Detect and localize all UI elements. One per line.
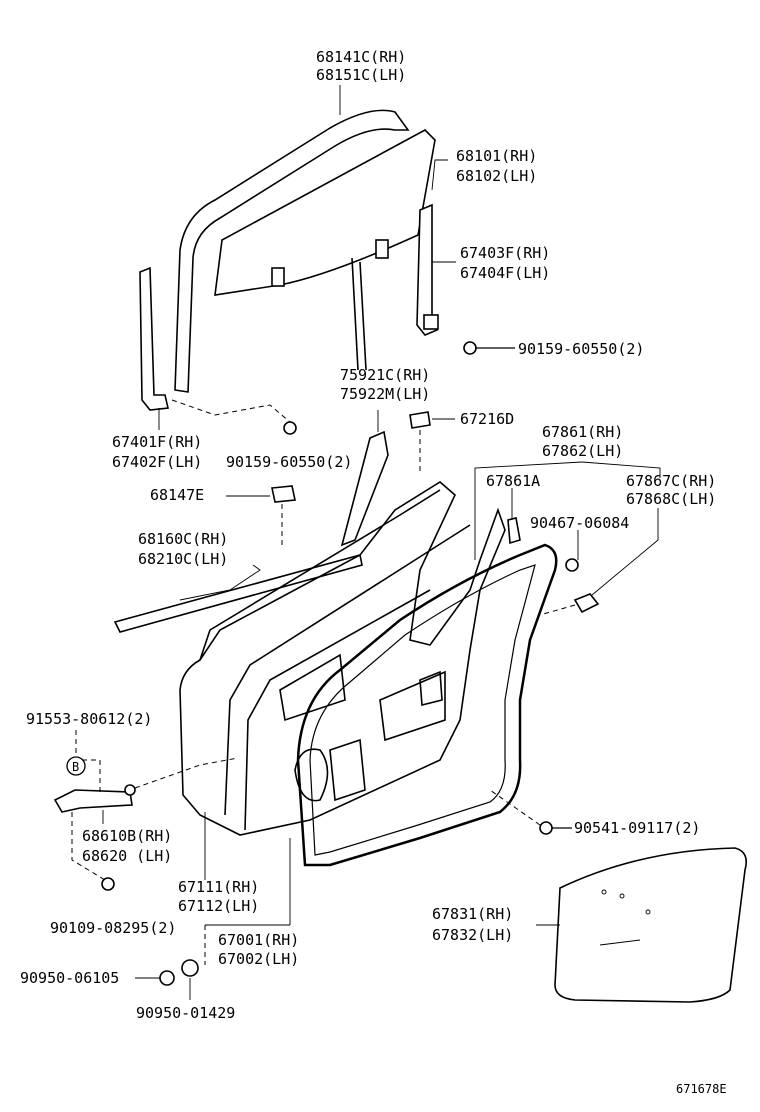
label-67831: 67831(RH) [432, 905, 513, 923]
label-67112: 67112(LH) [178, 897, 259, 915]
trim-cover-67831 [554, 847, 748, 1003]
division-bar-67403f [416, 203, 439, 336]
label-68610b: 68610B(RH) [82, 827, 172, 845]
label-67404f: 67404F(LH) [460, 264, 550, 282]
label-90541: 90541-09117(2) [574, 819, 700, 837]
label-90467: 90467-06084 [530, 514, 629, 532]
label-90159-upper: 90159-60550(2) [518, 340, 644, 358]
label-67862: 67862(LH) [542, 442, 623, 460]
run-channel-68141c [174, 109, 410, 393]
label-67861: 67861(RH) [542, 423, 623, 441]
plug-90950-01429 [181, 959, 199, 977]
screw-90467 [565, 530, 579, 572]
lower-frame-67401f [139, 266, 169, 411]
label-67868c: 67868C(LH) [626, 490, 716, 508]
label-67861a: 67861A [486, 472, 540, 490]
clip-67861a [507, 517, 521, 545]
bolt-90541 [489, 789, 572, 835]
label-91553: 91553-80612(2) [26, 710, 152, 728]
label-68141c: 68141C(RH) [316, 48, 406, 66]
leader-lines [102, 85, 661, 1000]
plug-90950-06105 [159, 970, 175, 986]
belt-moulding-68160c [113, 554, 363, 633]
label-67402f: 67402F(LH) [112, 453, 202, 471]
figure-code: 671678E [676, 1082, 727, 1096]
clip-68147e [271, 485, 296, 545]
label-67403f: 67403F(RH) [460, 244, 550, 262]
label-90950-01429: 90950-01429 [136, 1004, 235, 1022]
label-90159-lower: 90159-60550(2) [226, 453, 352, 471]
label-68102: 68102(LH) [456, 167, 537, 185]
label-67401f: 67401F(RH) [112, 433, 202, 451]
label-67216d: 67216D [460, 410, 514, 428]
label-68101: 68101(RH) [456, 147, 537, 165]
label-68160c: 68160C(RH) [138, 530, 228, 548]
door-panel-67001 [179, 481, 506, 836]
label-67111: 67111(RH) [178, 878, 259, 896]
weatherstrip-75921c [340, 430, 389, 547]
label-75921c: 75921C(RH) [340, 366, 430, 384]
door-check-68610b [53, 757, 239, 813]
label-90950-06105: 90950-06105 [20, 969, 119, 987]
bolt-90109 [71, 812, 115, 891]
label-68151c: 68151C(LH) [316, 66, 406, 84]
door-glass-68101 [214, 129, 436, 371]
reference-b-marker [66, 730, 86, 776]
bolt-90159-upper [463, 341, 515, 355]
label-67001: 67001(RH) [218, 931, 299, 949]
label-67002: 67002(LH) [218, 950, 299, 968]
plug-67216d [409, 411, 431, 475]
door-weatherstrip-67861 [296, 543, 558, 867]
label-90109: 90109-08295(2) [50, 919, 176, 937]
label-67867c: 67867C(RH) [626, 472, 716, 490]
label-75922m: 75922M(LH) [340, 385, 430, 403]
label-68147e: 68147E [150, 486, 204, 504]
label-68210c: 68210C(LH) [138, 550, 228, 568]
clip-67867c [539, 508, 659, 616]
label-67832: 67832(LH) [432, 926, 513, 944]
label-68620: 68620 (LH) [82, 847, 172, 865]
label-b-marker: B [72, 760, 79, 774]
bolt-90159-lower [171, 399, 297, 435]
